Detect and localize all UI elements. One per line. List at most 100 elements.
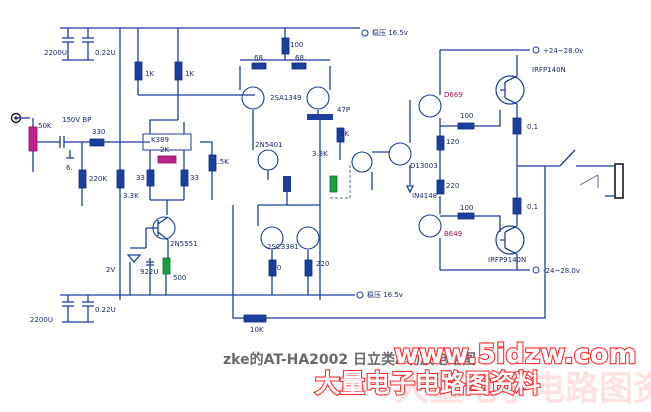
power-rails: [60, 27, 530, 296]
label-r-500: 500: [173, 274, 186, 282]
resistor-220-b: [304, 259, 313, 277]
label-c-top-left: 2200U: [44, 49, 67, 57]
label-v-minus-28: -24~28.0v: [543, 267, 580, 275]
transistor-2sc3381-a: [260, 226, 284, 250]
diagram-caption: zke的AT-HA2002 日立类A功放电路图: [223, 351, 476, 368]
speaker-icon: [614, 163, 624, 199]
label-r-100-l: 100: [460, 204, 473, 212]
label-r-2k: 2K: [340, 130, 349, 138]
label-zener-2v: 2V: [106, 266, 115, 274]
label-r-1k5: 1.5K: [213, 158, 229, 166]
resistor-33-a: [146, 169, 155, 187]
resistor-68-a: [251, 62, 267, 70]
cap-top-left: 2200U 0.22U: [44, 28, 116, 61]
label-r-33-b: 33: [190, 174, 199, 182]
caption-group: zke的AT-HA2002 日立类A功放电路图: [223, 351, 476, 368]
label-r-220k: 220K: [89, 175, 107, 183]
label-q-2n5401: 2N5401: [255, 141, 283, 149]
label-r-120: 120: [446, 138, 459, 146]
bias-pot: [329, 175, 338, 193]
inductor-coil: [283, 176, 291, 192]
output-stage: IRFP140N IRFP9140N 0.1 0.1: [488, 55, 624, 270]
resistor-100-u: [457, 122, 475, 130]
label-q-2sa1349: 2SA1349: [270, 94, 302, 102]
driver-stage: D13003 IN4148 D669 B649 120 220 100 100: [388, 55, 501, 270]
label-r-220-c: 220: [446, 182, 459, 190]
resistor-220k: [78, 169, 87, 189]
label-r-1k-a: 1K: [145, 70, 154, 78]
label-c-922u: 922U: [140, 268, 158, 276]
label-v-plus-16: 稳压 16.5v: [372, 28, 408, 37]
resistor-120: [436, 135, 445, 151]
pot-500: [162, 257, 171, 275]
resistor-1k-b: [174, 61, 183, 81]
capacitor-47p: [307, 114, 333, 120]
transistor-d669: [418, 94, 442, 118]
resistor-3k3: [116, 169, 125, 189]
transistor-b649: [418, 214, 442, 238]
label-r-3k3: 3.3K: [123, 192, 139, 200]
label-r-01-a: 0.1: [527, 123, 538, 131]
feedback-network: 10K: [232, 166, 546, 334]
watermark-text: 大量电子电路图资料: [315, 369, 540, 398]
resistor-100-l: [457, 212, 475, 220]
label-r-2k-pot: 2K: [160, 146, 169, 154]
label-r-3k3b: 3.3K: [312, 150, 328, 158]
resistor-100-top: [281, 37, 290, 55]
label-q-2n5551: 2N5551: [170, 240, 198, 248]
label-r-330: 330: [92, 128, 105, 136]
transistor-2sa1349-b: [306, 86, 330, 110]
watermark-url: www.5idzw.com: [394, 339, 637, 370]
label-q-d669: D669: [444, 91, 463, 99]
label-r-01-b: 0.1: [527, 203, 538, 211]
pot-2k: [157, 155, 177, 164]
transistor-2n5401: [257, 149, 279, 171]
label-mos-irfp140: IRFP140N: [532, 66, 566, 74]
resistor-68-b: [291, 62, 307, 70]
label-d-4148: IN4148: [412, 192, 437, 200]
label-r-33-a: 33: [136, 174, 145, 182]
resistor-1k-a: [134, 61, 143, 81]
current-source: 2N5551 2V 922U 500: [106, 216, 198, 295]
label-r-220-a: 220: [268, 264, 281, 272]
label-r-100-top: 100: [290, 41, 303, 49]
transistor-vbe-multiplier: [351, 151, 373, 173]
rail-labels: +24~28.0v -24~28.0v 稳压 16.5v 稳压 16.5v: [356, 28, 583, 299]
label-r-68-b: 68: [295, 54, 304, 62]
mosfet-irfp140n: [495, 75, 525, 105]
watermark: 大量电子电路图资料 www.5idzw.com 大量电子电路图资料: [314, 338, 651, 409]
label-q-2sc3381: 2SC3381: [267, 243, 299, 251]
label-bp-cap: 150V BP: [62, 116, 91, 124]
label-r-220-b: 220: [316, 260, 329, 268]
resistor-01-a: [512, 117, 522, 135]
resistor-10k: [243, 314, 267, 323]
transistor-2sc3381-b: [296, 226, 320, 250]
resistor-330: [89, 138, 105, 147]
label-c-bottom-left: 2200U: [30, 316, 53, 324]
transistor-d13003: [388, 142, 412, 166]
resistor-220-c: [436, 179, 445, 195]
label-q-k389: K389: [151, 136, 169, 144]
label-r-100-u: 100: [460, 112, 473, 120]
watermark-ghost: 大量电子电路图资料: [395, 369, 651, 409]
label-c-47p: 47P: [337, 106, 350, 114]
label-mos-irfp9140: IRFP9140N: [488, 256, 526, 264]
input-stage: 50K 150V BP 6. 330 220K: [10, 112, 150, 206]
pot-50k: [28, 126, 38, 152]
label-r-10k: 10K: [250, 326, 264, 334]
vas-bottom: 2K 3.3K 2SC3381 220 220: [257, 118, 390, 300]
mosfet-irfp9140n: [495, 225, 525, 255]
label-c-top-left-b: 0.22U: [95, 49, 116, 57]
label-r-68-a: 68: [254, 54, 263, 62]
label-r-1k-b: 1K: [185, 70, 194, 78]
label-pot-in: 50K: [38, 122, 52, 130]
vas-top: 100 68 68 2SA1349 2N5401 47P: [239, 28, 350, 205]
resistor-01-b: [512, 197, 522, 215]
label-cap-6: 6.: [66, 164, 73, 172]
label-q-d13003: D13003: [410, 162, 438, 170]
resistor-33-b: [180, 169, 189, 187]
label-v-minus-16: 稳压 16.5v: [367, 290, 403, 299]
transistor-2sa1349-a: [241, 86, 265, 110]
label-c-bottom-left-b: 0.22U: [95, 306, 116, 314]
